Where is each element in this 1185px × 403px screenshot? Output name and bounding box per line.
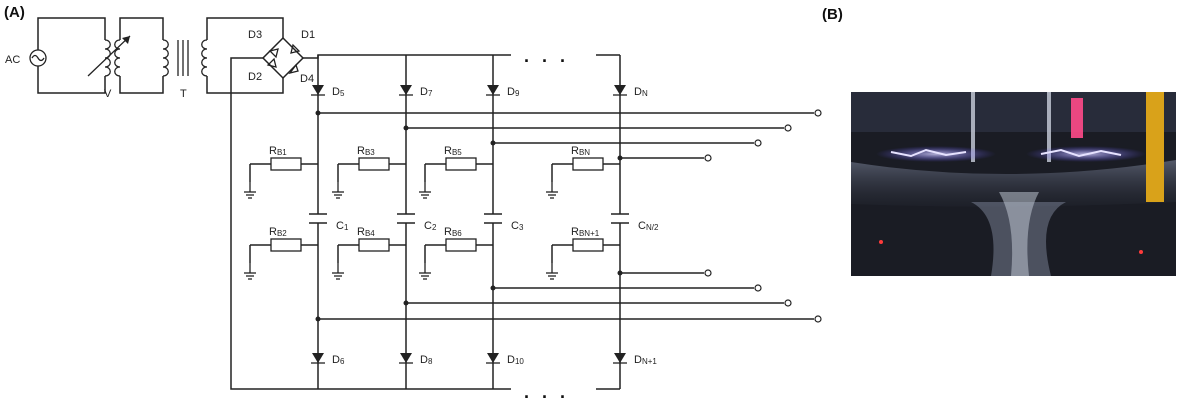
junction-dot — [315, 316, 321, 322]
junction-dot — [490, 140, 496, 146]
output-terminal — [704, 269, 712, 277]
ground-symbol — [332, 263, 344, 280]
upper-resistor-label: RB1 — [269, 145, 287, 157]
upper-resistor-label: RB3 — [357, 145, 375, 157]
ground-symbol — [546, 263, 558, 280]
junction-dot — [315, 110, 321, 116]
top-diode — [311, 85, 325, 96]
top-diode-label: D5 — [332, 86, 345, 98]
bottom-diode — [311, 353, 325, 364]
top-diode-label: D7 — [420, 86, 433, 98]
variac-label: V — [104, 88, 112, 100]
bottom-diode-label: D6 — [332, 354, 345, 366]
upper-resistor-label: RB5 — [444, 145, 462, 157]
ground-symbol — [419, 263, 431, 280]
ellipsis-bottom: . . . — [524, 382, 569, 402]
junction-dot — [617, 155, 623, 161]
bottom-diode-label: D10 — [507, 354, 524, 366]
upper-resistor-label: RBN — [571, 145, 590, 157]
panel-b-label-wrap: (B) — [822, 3, 862, 30]
panel-a-label: (A) — [4, 4, 25, 21]
dc-positive-rail — [303, 54, 511, 59]
source-loop-wire — [37, 17, 106, 94]
junction-dot — [403, 125, 409, 131]
bleed-resistor — [445, 157, 477, 171]
bridge-d1-label: D1 — [301, 29, 315, 41]
bleed-resistor — [270, 157, 302, 171]
transformer-label: T — [180, 88, 187, 100]
top-diode — [613, 85, 627, 96]
rail-continuation — [596, 54, 620, 390]
capacitor — [611, 213, 629, 224]
dc-negative-rail — [230, 57, 511, 390]
ac-label: AC — [5, 54, 20, 66]
capacitor-label: C3 — [511, 220, 524, 232]
capacitor-label: CN/2 — [638, 220, 659, 232]
bottom-diode — [399, 353, 413, 364]
bleed-resistor — [358, 157, 390, 171]
panel-b-label: (B) — [822, 6, 843, 23]
bridge-d4-label: D4 — [300, 73, 314, 85]
ground-symbol — [244, 182, 256, 199]
bleed-resistor — [572, 157, 604, 171]
ground-symbol — [419, 182, 431, 199]
ac-source: AC — [5, 49, 47, 67]
bleed-resistor — [270, 238, 302, 252]
capacitor — [484, 213, 502, 224]
bottom-diode — [486, 353, 500, 364]
transformer: T — [162, 39, 208, 100]
junction-dot — [403, 300, 409, 306]
circuit-diagram: (A) AC V T D3 D1 D2 D4 D5 — [4, 4, 822, 402]
bottom-diode — [613, 353, 627, 364]
lower-resistor-label: RB2 — [269, 226, 287, 238]
ellipsis-top: . . . — [524, 46, 569, 66]
ground-symbol — [332, 182, 344, 199]
junction-dot — [617, 270, 623, 276]
bridge-rectifier: D3 D1 D2 D4 — [248, 29, 315, 85]
variac-output-wire — [119, 17, 164, 94]
ground-symbol — [244, 263, 256, 280]
output-terminal — [754, 284, 762, 292]
lower-resistor-label: RBN+1 — [571, 226, 600, 238]
top-diode-label: D9 — [507, 86, 520, 98]
bridge-d3-label: D3 — [248, 29, 262, 41]
output-terminal — [784, 299, 792, 307]
output-terminal — [784, 124, 792, 132]
transformer-secondary-wire — [206, 17, 284, 94]
variac: V — [87, 35, 131, 100]
bottom-diode-label: D8 — [420, 354, 433, 366]
junction-dot — [490, 285, 496, 291]
top-diode-label: DN — [634, 86, 648, 98]
output-terminal — [754, 139, 762, 147]
lower-resistor-label: RB6 — [444, 226, 462, 238]
bridge-d2-label: D2 — [248, 71, 262, 83]
capacitor-label: C2 — [424, 220, 437, 232]
bleed-resistor — [445, 238, 477, 252]
output-terminal — [814, 109, 822, 117]
capacitor — [397, 213, 415, 224]
bottom-diode-label: DN+1 — [634, 354, 657, 366]
capacitor — [309, 213, 327, 224]
top-diode — [486, 85, 500, 96]
lower-resistor-label: RB4 — [357, 226, 375, 238]
capacitor-label: C1 — [336, 220, 349, 232]
bleed-resistor — [572, 238, 604, 252]
discharge-photo — [851, 92, 1176, 276]
ground-symbol — [546, 182, 558, 199]
output-terminal — [704, 154, 712, 162]
bleed-resistor — [358, 238, 390, 252]
top-diode — [399, 85, 413, 96]
output-terminal — [814, 315, 822, 323]
